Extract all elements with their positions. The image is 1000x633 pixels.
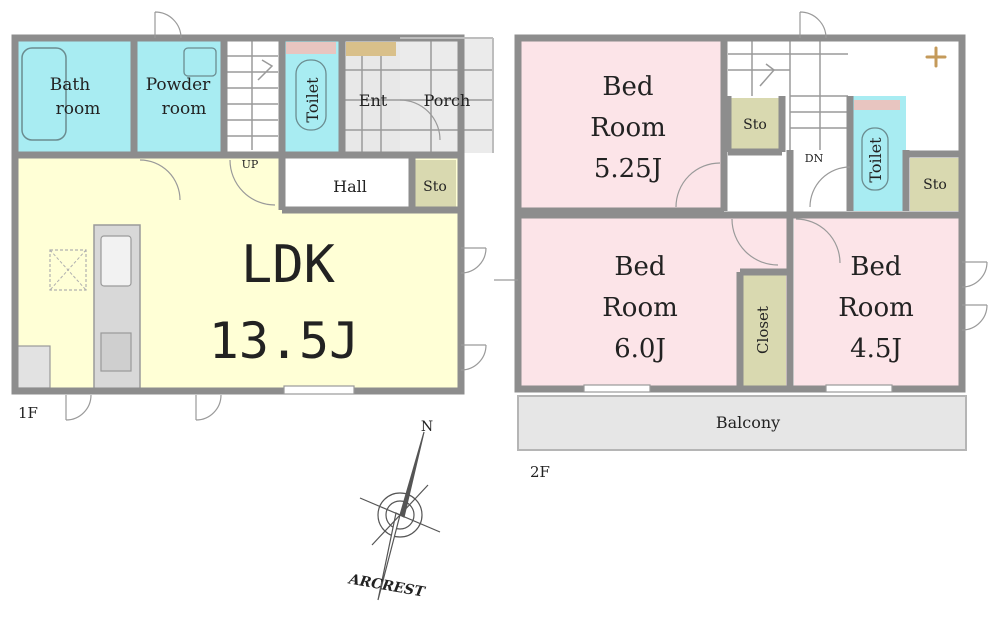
ceiling-vent — [49, 249, 87, 291]
compass-rose-icon — [359, 431, 441, 601]
powder-room-label-1: Powder — [146, 75, 211, 95]
toilet-1f-label: Toilet — [303, 77, 322, 123]
powder-room-area — [134, 38, 222, 153]
storage-2f-a-label: Sto — [743, 117, 767, 133]
powder-room-label-2: room — [162, 99, 207, 119]
bedroom-60-size: 6.0J — [614, 334, 666, 364]
storage-1f-label: Sto — [423, 179, 447, 195]
sliding-window-1f — [283, 385, 355, 395]
sink — [100, 235, 132, 287]
toilet-2f-area — [850, 96, 906, 211]
toilet-shelf-2f — [854, 100, 900, 110]
stairs-2f — [728, 40, 848, 150]
balcony-label: Balcony — [716, 413, 780, 432]
toilet-fixture-1f — [295, 59, 327, 131]
floor-2: Bed Room 5.25J Sto DN Toilet Sto Bed Roo… — [494, 11, 988, 481]
toilet-1f-area — [282, 38, 340, 153]
bedroom-60-label-2: Room — [602, 293, 678, 323]
washbasin — [183, 47, 217, 77]
toilet-fixture-2f — [861, 127, 889, 191]
entrance-label: Ent — [359, 91, 388, 110]
compass-north-label: N — [421, 419, 433, 435]
stairs-1f — [226, 40, 278, 150]
stairs-2f-area — [726, 38, 850, 96]
entrance-area — [342, 38, 400, 153]
shoe-rack — [346, 42, 396, 56]
bedroom-60-label-1: Bed — [614, 252, 665, 282]
doors-2f — [494, 11, 988, 331]
storage-2f-a-area — [728, 98, 780, 150]
bathroom-area — [15, 38, 132, 153]
floor-1: Bath room Powder room UP Toilet Ent Porc… — [11, 11, 494, 422]
window-2f-b — [825, 384, 893, 393]
bedroom-525-label-1: Bed — [602, 72, 653, 102]
doors-1f — [65, 11, 487, 421]
bathroom-label-2: room — [56, 99, 101, 119]
toilet-2f-label: Toilet — [866, 137, 885, 183]
walls-1f — [11, 34, 465, 395]
floor-2-label: 2F — [530, 463, 550, 481]
walls-2f — [514, 34, 966, 393]
stair-up-label: UP — [242, 158, 259, 171]
bedroom-45-label-1: Bed — [850, 252, 901, 282]
bedroom-45-area — [794, 215, 962, 389]
stair-dn-label: DN — [805, 152, 824, 165]
plus-marker-icon — [925, 46, 947, 68]
bedroom-525-label-2: Room — [590, 113, 666, 143]
storage-2f-b-label: Sto — [923, 177, 947, 193]
floor-1-label: 1F — [18, 404, 38, 422]
toilet-shelf-1f — [286, 42, 336, 54]
bedroom-525-area — [518, 38, 724, 211]
closet-label: Closet — [754, 306, 772, 354]
balcony-area — [517, 395, 967, 451]
stove — [100, 332, 132, 372]
hall-area — [282, 155, 412, 210]
entrance-tiles — [342, 38, 493, 153]
ldk-size-label: 13.5J — [209, 312, 360, 370]
bathtub — [21, 47, 67, 141]
window-2f-a — [583, 384, 651, 393]
closet-area — [740, 274, 786, 386]
brand-label: ARCREST — [346, 571, 428, 601]
bathroom-label-1: Bath — [50, 75, 90, 95]
storage-2f-b-area — [910, 158, 962, 211]
ldk-name-label: LDK — [241, 235, 336, 295]
fridge — [15, 345, 51, 389]
bedroom-45-size: 4.5J — [850, 334, 902, 364]
porch-area — [400, 38, 493, 153]
bedroom-525-size: 5.25J — [594, 154, 662, 184]
porch-label: Porch — [424, 91, 471, 110]
bedroom-45-label-2: Room — [838, 293, 914, 323]
hall-label: Hall — [333, 177, 367, 196]
storage-1f-area — [414, 160, 456, 210]
